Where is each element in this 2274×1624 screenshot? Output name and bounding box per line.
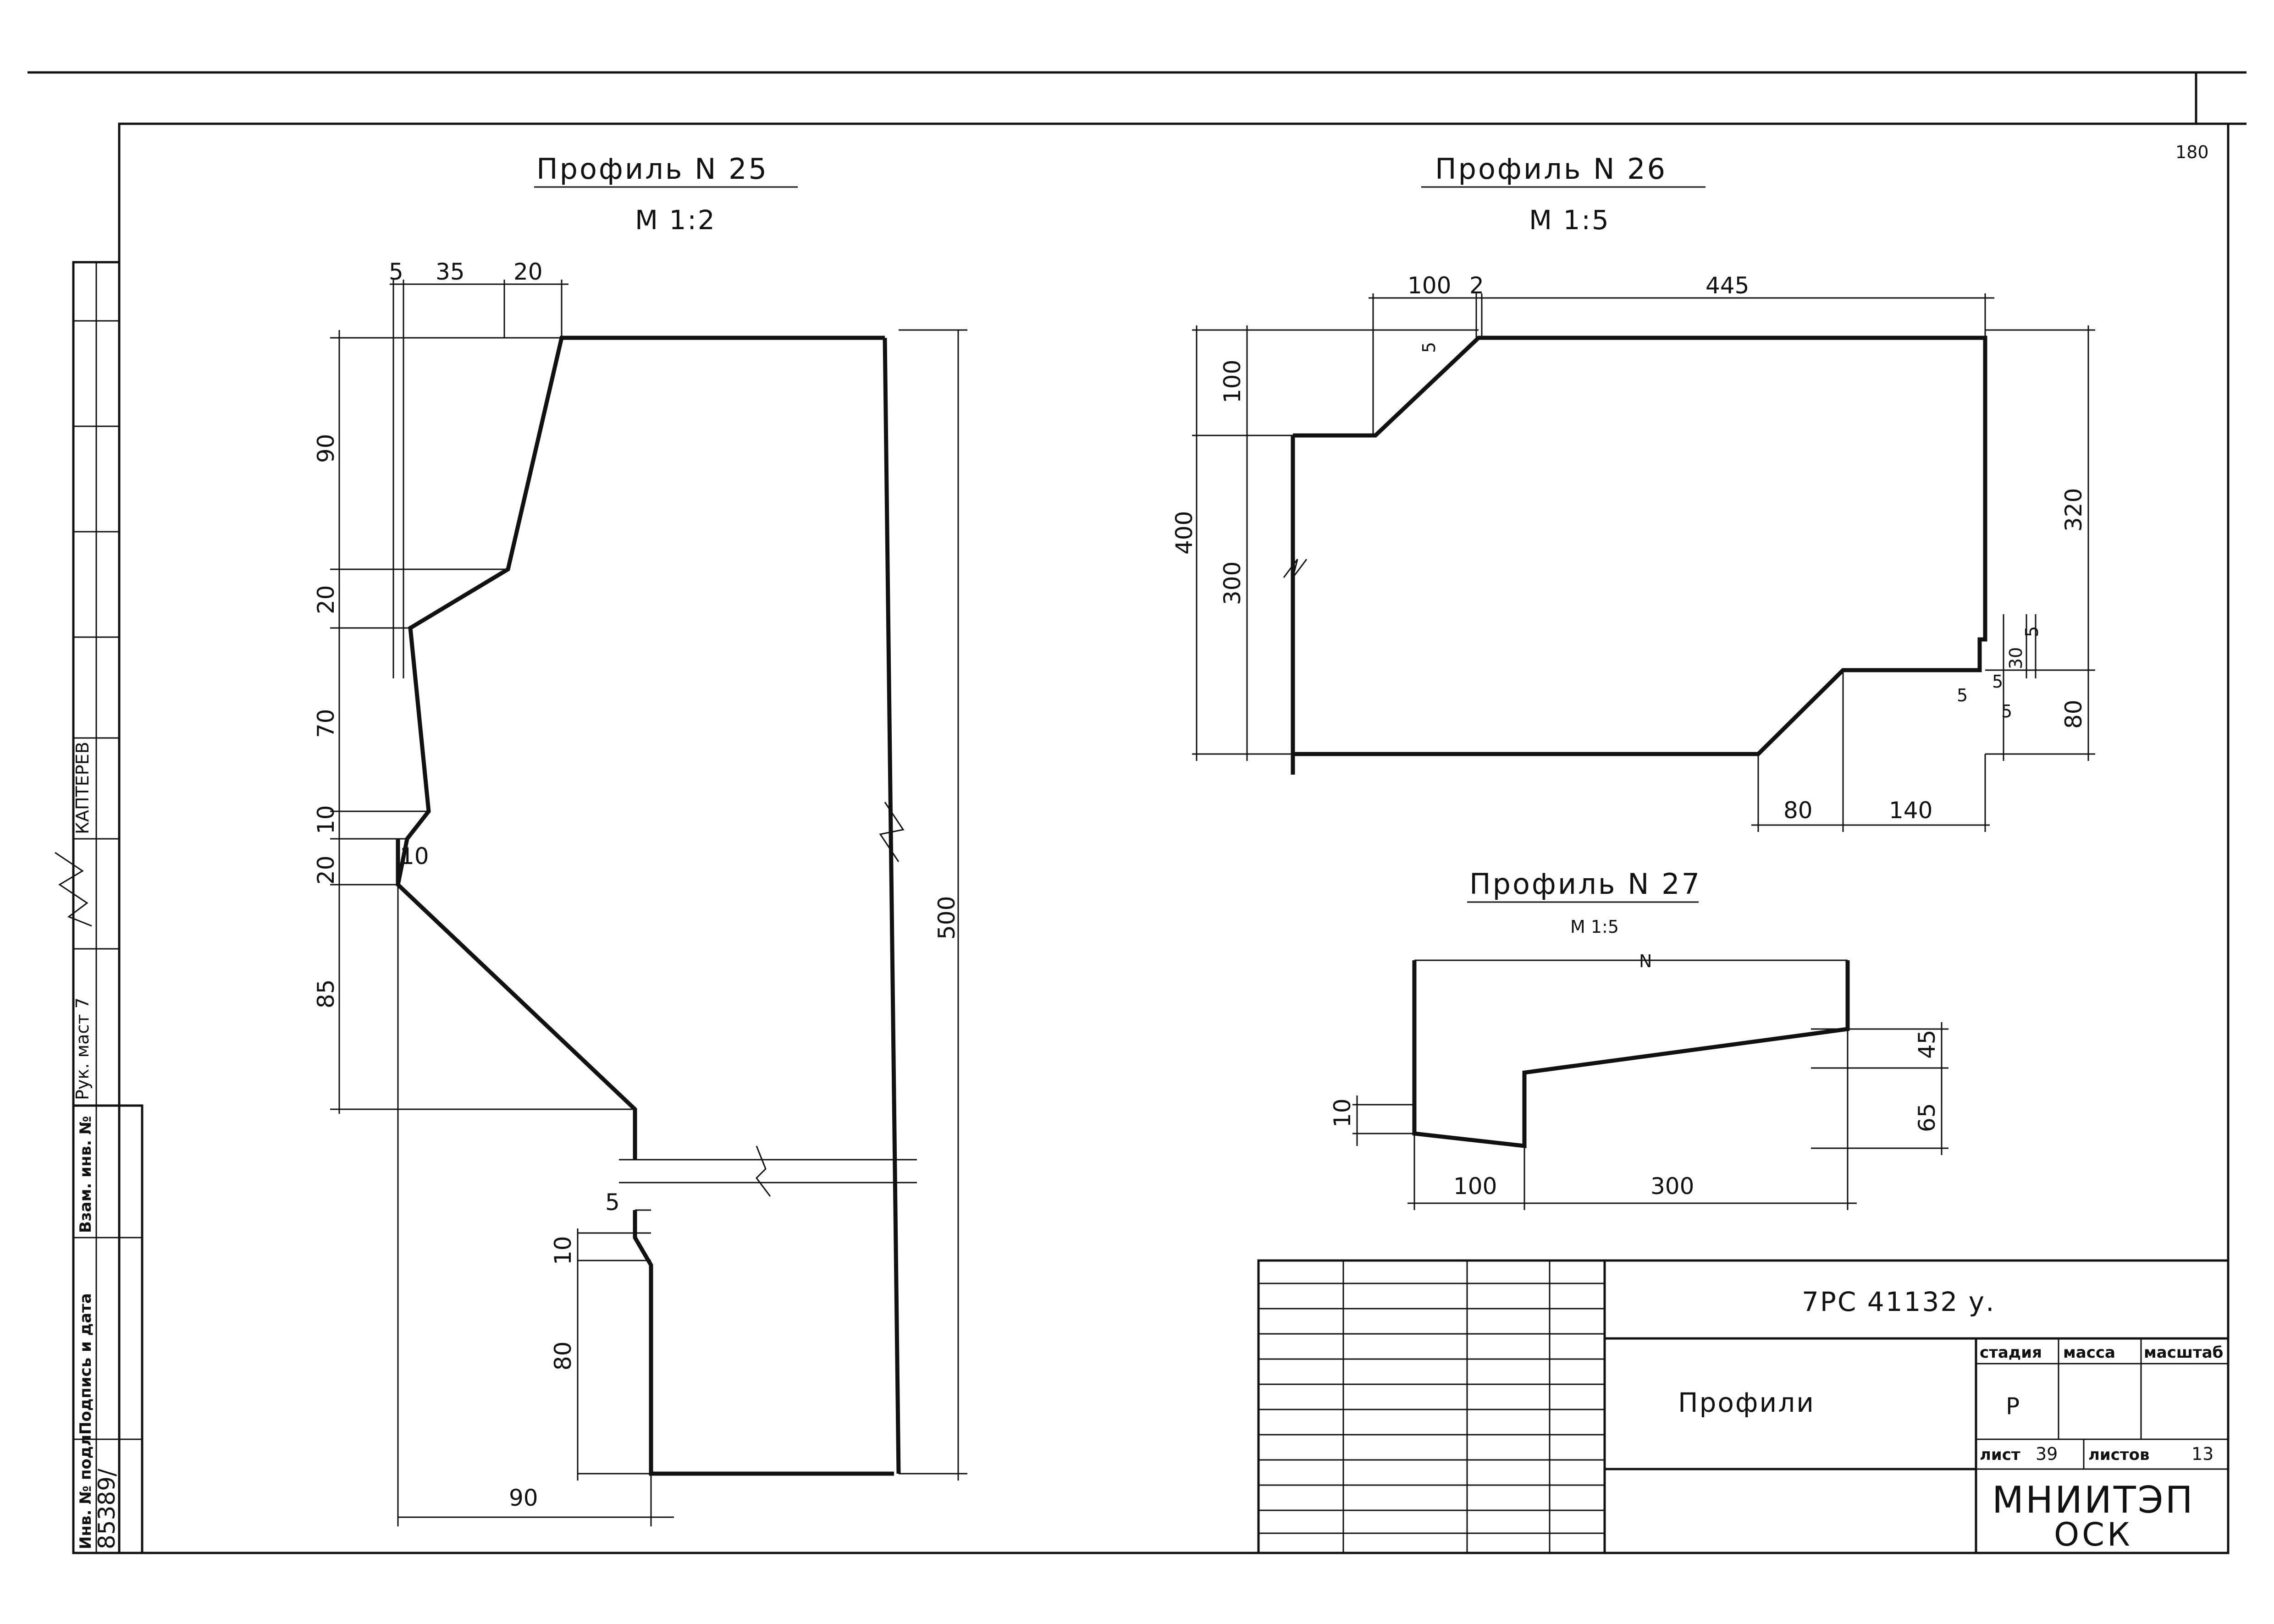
list-value: 39 xyxy=(2036,1444,2058,1464)
stamp-name: КАПТЕРЕВ xyxy=(72,742,93,834)
profile-27-contour xyxy=(1412,960,1850,1149)
dim-p26-step5b: 5 xyxy=(1957,685,1968,705)
dim-p25-70: 70 xyxy=(313,709,339,738)
side-stamp: КАПТЕРЕВ Рук. маст 7 xyxy=(55,261,121,1107)
profile-25: Профиль N 25 М 1:2 5 35 20 90 20 7 xyxy=(313,152,967,1526)
dim-p26-80b: 80 xyxy=(1783,797,1813,824)
profile-25-title: Профиль N 25 xyxy=(536,152,768,186)
dim-p25-10low: 10 xyxy=(550,1236,576,1265)
sheet-number: 180 xyxy=(2175,142,2209,162)
dim-p26-step5d: 5 xyxy=(2001,701,2012,721)
dim-p26-400: 400 xyxy=(1171,511,1198,555)
dim-p25-85: 85 xyxy=(313,979,339,1008)
signature-scribble xyxy=(55,852,92,927)
podpis-label: Подпись и дата xyxy=(77,1293,95,1435)
profile-27-scale: М 1:5 xyxy=(1570,917,1619,937)
dim-p26-445: 445 xyxy=(1706,272,1749,299)
dim-p26-step5c: 5 xyxy=(1992,672,2003,692)
profile-26-title: Профиль N 26 xyxy=(1435,152,1667,186)
dim-p26-2: 2 xyxy=(1469,272,1484,299)
dim-p25-90b: 90 xyxy=(509,1485,538,1511)
org-name: МНИИТЭП xyxy=(1992,1479,2195,1521)
dim-p27-10: 10 xyxy=(1329,1098,1356,1128)
dim-p27-45: 45 xyxy=(1914,1029,1940,1059)
inv-podl-label: Инв. № подл. xyxy=(77,1429,95,1549)
dim-p26-140: 140 xyxy=(1889,797,1932,824)
vzam-label: Взам. инв. № xyxy=(77,1116,95,1233)
dim-p26-300: 300 xyxy=(1219,562,1246,605)
profile-26: Профиль N 26 М 1:5 100 2 445 5 100 400 3… xyxy=(1171,152,2095,832)
profile-26-contour xyxy=(1293,336,1987,756)
stadia-label: стадия xyxy=(1980,1343,2042,1362)
dim-p25-500: 500 xyxy=(933,896,960,940)
dim-p25-20: 20 xyxy=(513,259,543,285)
stadia-value: Р xyxy=(2006,1393,2020,1420)
dim-p26-80r: 80 xyxy=(2060,699,2087,729)
side-stamp-lower: Взам. инв. № Подпись и дата Инв. № подл.… xyxy=(72,1104,144,1554)
profile-26-scale: М 1:5 xyxy=(1529,204,1610,236)
dim-p25-90: 90 xyxy=(313,434,339,463)
org-dept: ОСК xyxy=(2054,1516,2133,1553)
massa-label: масса xyxy=(2063,1343,2115,1362)
listov-value: 13 xyxy=(2191,1444,2213,1464)
doc-code: 7РС 41132 у. xyxy=(1802,1286,1996,1317)
dim-p25-20a: 20 xyxy=(313,585,339,614)
masshtab-label: масштаб xyxy=(2144,1343,2223,1362)
profile-27: Профиль N 27 М 1:5 N 10 45 65 100 300 xyxy=(1329,867,1948,1210)
dim-p25-20b: 20 xyxy=(313,855,339,885)
dim-p26-step30: 30 xyxy=(2006,647,2026,669)
listov-label: листов xyxy=(2088,1446,2149,1464)
dim-p27-n: N xyxy=(1639,951,1652,971)
inv-number: 85389/ xyxy=(94,1469,120,1549)
dim-p25-35: 35 xyxy=(436,259,465,285)
dim-p26-320: 320 xyxy=(2060,488,2087,532)
dim-p26-100left: 100 xyxy=(1219,360,1246,403)
profile-27-title: Профиль N 27 xyxy=(1469,867,1701,901)
profile-25-contour xyxy=(396,336,885,1160)
dim-p25-inner10: 10 xyxy=(400,843,429,870)
dim-p25-5mid: 5 xyxy=(605,1189,620,1216)
dim-p26-100top: 100 xyxy=(1407,272,1451,299)
dim-p27-65: 65 xyxy=(1914,1103,1940,1132)
dim-p25-80: 80 xyxy=(550,1341,576,1371)
list-label: лист xyxy=(1980,1446,2020,1464)
dim-p25-5: 5 xyxy=(389,259,403,285)
profile-25-scale: М 1:2 xyxy=(635,204,716,236)
doc-title: Профили xyxy=(1678,1387,1815,1418)
dim-p27-100: 100 xyxy=(1453,1173,1497,1200)
dim-p25-10a: 10 xyxy=(313,805,339,834)
stamp-role: Рук. маст 7 xyxy=(72,997,93,1100)
dim-p27-300: 300 xyxy=(1650,1173,1694,1200)
title-block: 7РС 41132 у. Профили стадия масса масшта… xyxy=(1257,1259,2230,1554)
dim-p26-step5a: 5 xyxy=(2022,626,2042,637)
dim-p26-notch5: 5 xyxy=(1419,342,1439,353)
